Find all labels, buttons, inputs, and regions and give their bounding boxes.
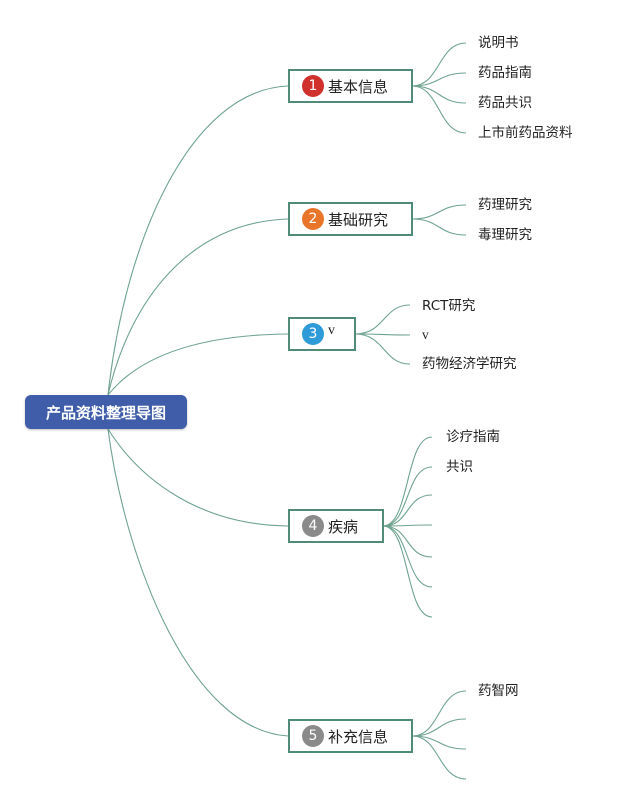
leaf-v[interactable]: v [422, 327, 429, 342]
leaf-pharmacoeconomics[interactable]: 药物经济学研究 [422, 356, 517, 372]
branch-basic-research[interactable]: 2 基础研究 [288, 202, 413, 236]
branch-label: 基础研究 [328, 210, 389, 229]
connector-root-branch-2 [107, 218, 289, 396]
leaf-yaozhi-net[interactable]: 药智网 [478, 683, 519, 699]
leaf-instructions[interactable]: 说明书 [478, 35, 519, 51]
connector-root-branch-4 [107, 428, 289, 527]
branch-label: 补充信息 [328, 727, 389, 746]
root-label: 产品资料整理导图 [45, 403, 166, 422]
branch-label: 基本信息 [328, 77, 389, 96]
leaf-rct-research[interactable]: RCT研究 [422, 298, 476, 314]
leaf-pharmacology[interactable]: 药理研究 [478, 197, 532, 213]
number-4-icon: 4 [302, 515, 324, 537]
leaf-drug-guide[interactable]: 药品指南 [478, 65, 532, 81]
leaf-premarket-data[interactable]: 上市前药品资料 [478, 125, 573, 141]
leaf-consensus[interactable]: 共识 [446, 459, 473, 475]
branch-v[interactable]: 3 v [288, 317, 356, 351]
branch-label: v [328, 323, 335, 338]
number-3-icon: 3 [302, 323, 324, 345]
connector-root-branch-1 [107, 85, 289, 396]
connector-root-branch-5 [107, 428, 289, 737]
leaf-toxicology[interactable]: 毒理研究 [478, 227, 532, 243]
leaf-diagnosis-guide[interactable]: 诊疗指南 [446, 429, 500, 445]
branch-basic-info[interactable]: 1 基本信息 [288, 69, 413, 103]
connector-root-branch-3 [107, 333, 289, 396]
branch-supplementary-info[interactable]: 5 补充信息 [288, 719, 413, 753]
number-2-icon: 2 [302, 208, 324, 230]
number-5-icon: 5 [302, 725, 324, 747]
root-node[interactable]: 产品资料整理导图 [25, 395, 187, 429]
branch-label: 疾病 [328, 517, 359, 536]
leaf-drug-consensus[interactable]: 药品共识 [478, 95, 532, 111]
number-1-icon: 1 [302, 75, 324, 97]
branch-disease[interactable]: 4 疾病 [288, 509, 384, 543]
